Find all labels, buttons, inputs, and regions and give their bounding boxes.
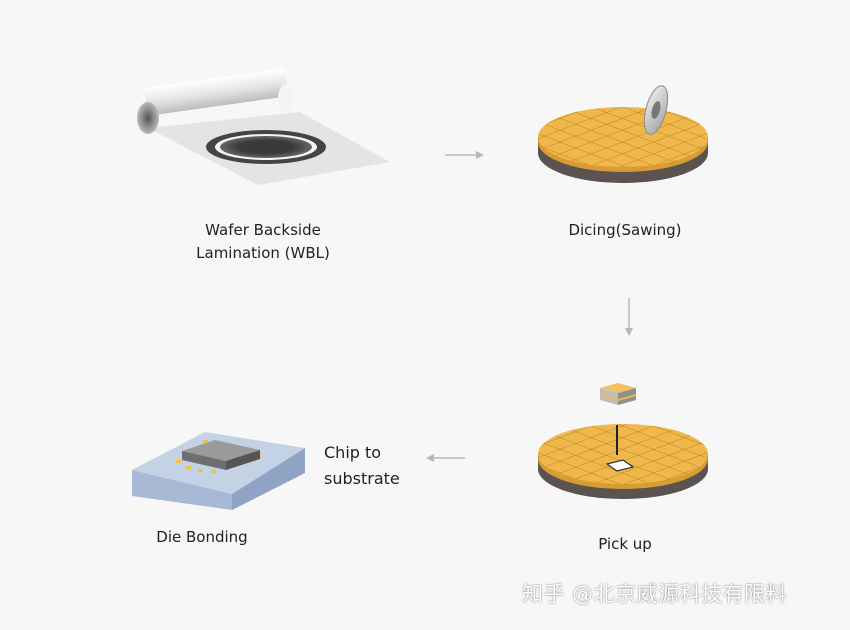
tape-roll-end-cap — [278, 84, 294, 112]
empty-die-slot — [605, 459, 635, 472]
arrow-pickup-to-bonding — [426, 454, 465, 462]
arrow-label-line2: substrate — [324, 469, 400, 488]
substrate-side — [232, 448, 305, 510]
tape-roll-end — [137, 102, 159, 134]
step-label-pickup: Pick up — [598, 535, 652, 553]
step-label-die-bonding: Die Bonding — [156, 528, 248, 546]
arrow-label-line1: Chip to — [324, 443, 382, 462]
tape-roll-body — [144, 68, 289, 116]
dicing-illustration — [538, 85, 708, 183]
wafer-top-grid — [538, 424, 708, 484]
step-label-wbl-line2: Lamination (WBL) — [196, 244, 330, 262]
wafer-on-tape — [220, 136, 312, 158]
pickup-illustration — [538, 383, 708, 499]
step-label-wbl: Wafer Backside Lamination (WBL) — [176, 219, 350, 265]
wbl-illustration — [137, 68, 390, 185]
watermark: 知乎 @北京威源科技有限料 — [522, 582, 788, 606]
step-label-dicing: Dicing(Sawing) — [568, 221, 682, 239]
dicing-saw-blade-icon — [643, 85, 669, 135]
arrow-wbl-to-dicing — [445, 151, 484, 159]
arrow-dicing-to-pickup — [625, 298, 633, 336]
step-label-wbl-line1: Wafer Backside — [205, 221, 321, 239]
die-bonding-illustration — [132, 432, 305, 510]
substrate-front — [132, 470, 232, 510]
arrow-label-chip-to-substrate: Chip to substrate — [324, 440, 424, 492]
wafer-top-grid — [538, 107, 708, 167]
bonded-chip-icon — [182, 440, 260, 470]
picked-die-icon — [600, 383, 636, 405]
